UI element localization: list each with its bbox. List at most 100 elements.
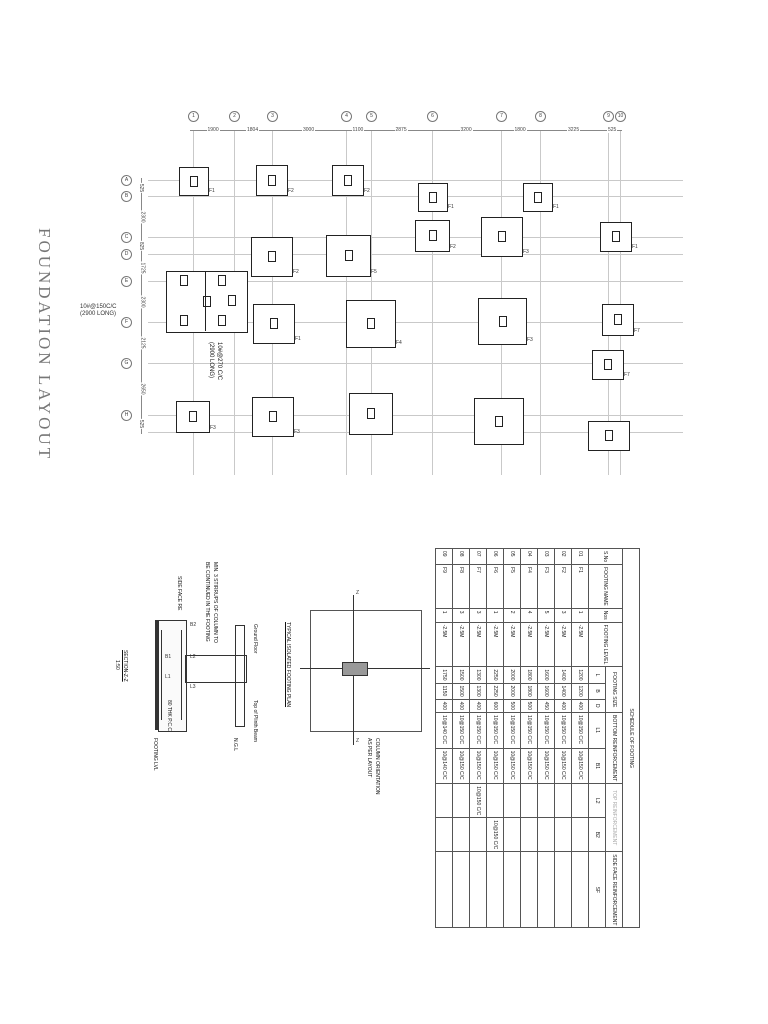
grid-line-horizontal bbox=[148, 196, 683, 197]
table-cell-l2 bbox=[537, 783, 555, 818]
column-marker bbox=[498, 231, 506, 242]
table-cell-l: 1400 bbox=[554, 666, 572, 684]
combined-column-marker bbox=[180, 315, 188, 326]
footing-tag: F7 bbox=[634, 328, 640, 334]
table-cell-b1: 10@150 C/C bbox=[571, 748, 589, 784]
combined-footing-divider bbox=[205, 271, 206, 331]
row-dimension: 2300 bbox=[139, 209, 146, 224]
grid-line-horizontal bbox=[148, 180, 683, 181]
table-cell-nos: 3 bbox=[469, 608, 487, 623]
footing-tag: F2 bbox=[364, 188, 370, 194]
table-cell-sf bbox=[554, 851, 572, 928]
combined-note-2b: (2900 LONG) bbox=[208, 342, 214, 379]
table-cell-l: 1600 bbox=[537, 666, 555, 684]
z-label-bottom: Z bbox=[356, 738, 360, 744]
column-marker bbox=[367, 318, 375, 329]
table-cell-sno: 02 bbox=[554, 548, 572, 565]
grid-row-bubble: G bbox=[121, 358, 132, 369]
grid-column-bubble: 6 bbox=[427, 111, 438, 122]
footing-tag: F3 bbox=[523, 249, 529, 255]
column-marker bbox=[268, 174, 276, 186]
ground-floor-label: Ground Floor bbox=[252, 624, 258, 654]
column-dimension: 1800 bbox=[513, 127, 527, 133]
header-nos: Nos bbox=[588, 608, 623, 623]
footing-tag: F5 bbox=[371, 269, 377, 275]
column-dimension: 3000 bbox=[302, 127, 316, 133]
table-cell-b1: 10@150 C/C bbox=[503, 748, 521, 784]
table-cell-sf bbox=[452, 851, 470, 928]
table-cell-b2 bbox=[503, 817, 521, 852]
table-cell-b1: 10@150 C/C bbox=[486, 748, 504, 784]
table-cell-d: 600 bbox=[486, 699, 504, 713]
table-cell-b2 bbox=[435, 817, 453, 852]
table-cell-level: -2.5M bbox=[520, 622, 538, 667]
table-cell-nos: 4 bbox=[520, 608, 538, 623]
grid-column-bubble: 2 bbox=[229, 111, 240, 122]
column-marker bbox=[344, 250, 353, 261]
combined-note-2: 10#@270 C/C bbox=[216, 342, 222, 381]
table-cell-l2 bbox=[486, 783, 504, 818]
table-cell-d: 400 bbox=[452, 699, 470, 713]
table-cell-l: 1500 bbox=[452, 666, 470, 684]
table-cell-b: 1500 bbox=[452, 683, 470, 700]
header-sno: S.No bbox=[588, 548, 623, 565]
table-cell-b1: 10@150 C/C bbox=[520, 748, 538, 784]
table-cell-d: 400 bbox=[571, 699, 589, 713]
pcc-label: 80 THK P.C.C bbox=[166, 700, 172, 731]
table-cell-level: -2.5M bbox=[571, 622, 589, 667]
header-b1: B1 bbox=[588, 748, 606, 784]
table-cell-l2 bbox=[503, 783, 521, 818]
grid-row-bubble: E bbox=[121, 276, 132, 287]
header-level: FOOTING LEVEL bbox=[588, 622, 623, 667]
table-cell-l1: 10@140 C/C bbox=[435, 712, 453, 749]
grid-line-vertical bbox=[620, 130, 621, 475]
table-cell-d: 400 bbox=[469, 699, 487, 713]
table-cell-level: -2.5M bbox=[435, 622, 453, 667]
footing-level-label: FOOTING LVL bbox=[152, 738, 158, 771]
rebar-label-l3: L3 bbox=[190, 684, 196, 690]
table-cell-b: 1150 bbox=[435, 683, 453, 700]
column-marker bbox=[605, 430, 613, 441]
footing-tag: F1 bbox=[209, 188, 215, 194]
table-cell-b1: 10@150 C/C bbox=[537, 748, 555, 784]
grid-row-bubble: D bbox=[121, 249, 132, 260]
grid-column-bubble: 5 bbox=[366, 111, 377, 122]
table-cell-l1: 10@150 C/C bbox=[554, 712, 572, 749]
table-cell-b: 1300 bbox=[469, 683, 487, 700]
table-cell-l2 bbox=[520, 783, 538, 818]
section-note-1: MIN. 3 STIRRUPS OF COLUMN TO bbox=[212, 562, 218, 643]
grid-line-horizontal bbox=[148, 415, 683, 416]
grid-row-bubble: F bbox=[121, 317, 132, 328]
isolated-footing bbox=[478, 298, 527, 345]
side-face-label: SIDE FACE RE bbox=[176, 576, 182, 611]
rebar-line-2 bbox=[181, 630, 182, 720]
table-cell-l2 bbox=[452, 783, 470, 818]
footing-outline-top bbox=[155, 620, 158, 730]
grid-row-bubble: A bbox=[121, 175, 132, 186]
table-cell-sf bbox=[469, 851, 487, 928]
table-cell-b2 bbox=[554, 817, 572, 852]
header-side: SIDE FACE REINFORCEMENT bbox=[605, 851, 623, 928]
table-cell-level: -2.5M bbox=[469, 622, 487, 667]
section-note-2: BE CONTINUED IN THE FOOTING bbox=[204, 562, 210, 642]
table-cell-sno: 05 bbox=[503, 548, 521, 565]
table-cell-sf bbox=[520, 851, 538, 928]
table-cell-name: F1 bbox=[571, 564, 589, 609]
table-cell-l: 2000 bbox=[503, 666, 521, 684]
footing-schedule: SCHEDULE OF FOOTING S.No FOOTING NAME No… bbox=[435, 548, 640, 928]
table-cell-l1: 10@150 C/C bbox=[469, 712, 487, 749]
table-cell-l1: 10@150 C/C bbox=[452, 712, 470, 749]
grid-line-horizontal bbox=[148, 363, 683, 364]
grid-row-bubble: H bbox=[121, 410, 132, 421]
footing-tag: F4 bbox=[396, 340, 402, 346]
table-cell-l1: 10@150 C/C bbox=[503, 712, 521, 749]
table-cell-name: F4 bbox=[520, 564, 538, 609]
table-cell-sno: 03 bbox=[537, 548, 555, 565]
column-marker bbox=[270, 318, 278, 329]
rebar-label-l2: L2 bbox=[190, 654, 196, 660]
table-cell-name: F5 bbox=[503, 564, 521, 609]
column-dimension: 525 bbox=[607, 127, 618, 133]
